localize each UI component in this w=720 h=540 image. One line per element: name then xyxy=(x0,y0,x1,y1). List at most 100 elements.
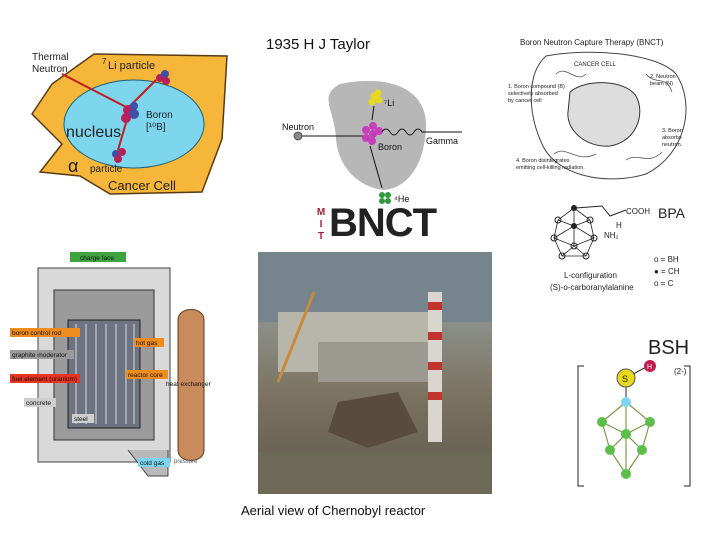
mit-letters: M I T xyxy=(315,207,327,243)
bpa-chain xyxy=(575,205,627,217)
therapy-step2: 2. Neutron xyxy=(650,74,676,80)
control-rod-label: boron control rod xyxy=(12,330,62,337)
fuel-element-label: fuel element (uranium) xyxy=(12,376,77,383)
heat-exchanger-label: heat exchanger xyxy=(166,381,212,388)
bpa-h: H xyxy=(616,221,622,230)
photo-ground xyxy=(258,452,492,494)
boron-label: Boron xyxy=(146,110,173,121)
cold-gas-tag xyxy=(138,458,170,467)
boron-cage-icon xyxy=(597,397,655,479)
therapy-step1b: selectively absorbed xyxy=(508,91,558,97)
mit-letter-t: T xyxy=(317,231,325,242)
therapy-step3: 3. Boron xyxy=(662,128,683,134)
chernobyl-photo-drawing xyxy=(258,252,492,494)
chernobyl-aerial-photo xyxy=(258,252,492,494)
reaction-cell-shape xyxy=(328,80,427,190)
control-rod-tag xyxy=(10,328,80,337)
neutron-label: Neutron xyxy=(32,64,68,75)
bpa-legend-bh: o = BH xyxy=(654,255,679,264)
therapy-step1c: by cancer cell xyxy=(508,98,542,104)
he-path xyxy=(369,145,383,189)
reactor-core-tag xyxy=(126,370,168,379)
mit-letter-i: I xyxy=(319,219,323,230)
photo-crane xyxy=(276,291,316,383)
he-cluster-icon xyxy=(379,192,391,204)
therapy-step1: 1. Boron compound (B) xyxy=(508,84,565,90)
reaction-diagram: ⁷Li Neutron Boron Gamma ⁴He xyxy=(282,80,462,204)
boron-atom-icon xyxy=(121,102,139,123)
li-label: ⁷Li xyxy=(384,98,394,108)
concrete-label: concrete xyxy=(26,400,51,407)
bnct-therapy-diagram: Boron Neutron Capture Therapy (BNCT) CAN… xyxy=(508,38,687,180)
bsh-brackets xyxy=(577,365,691,487)
neutron-particle-icon xyxy=(293,131,303,141)
bsh-h-label: H xyxy=(647,364,652,371)
charge-face-tag xyxy=(70,252,126,262)
neutron-arrow xyxy=(61,73,129,109)
alpha-particle-icon xyxy=(112,148,126,163)
hot-gas-label: hot gas xyxy=(136,340,158,347)
hot-gas-tag xyxy=(134,338,164,347)
bsh-structure: BSH (2-) S H xyxy=(577,337,691,487)
bsh-s-label: S xyxy=(622,374,628,384)
gamma-label: Gamma xyxy=(426,136,458,146)
sulfur-atom-icon xyxy=(616,368,636,388)
bpa-cooh: COOH xyxy=(626,207,650,216)
li-cluster-icon xyxy=(368,89,383,106)
gamma-path xyxy=(381,128,462,136)
concrete-tag xyxy=(24,398,56,407)
nucleus-shape xyxy=(63,79,205,169)
charge-face-label: charge face xyxy=(80,255,114,262)
he-label: ⁴He xyxy=(394,194,409,204)
reactor-cutaway-diagram: charge face boron control rod hot gas gr… xyxy=(10,252,212,477)
therapy-organelles xyxy=(553,70,673,161)
therapy-step4: 4. Boron disintegrates xyxy=(516,158,570,164)
boron-cluster-icon xyxy=(362,122,383,145)
photo-sky xyxy=(258,252,492,322)
bpa-config: L-configuration xyxy=(564,271,617,280)
alpha-particle-label: particle xyxy=(90,164,123,175)
mit-letter-m: M xyxy=(316,207,326,218)
thermal-label: Thermal xyxy=(32,52,69,63)
pressure-label: pressure xyxy=(174,459,198,465)
graphite-label: graphite moderator xyxy=(12,352,68,359)
photo-chimney-stripes xyxy=(428,302,442,400)
bpa-structure: COOH H NH₂ BPA o = BH ● = CH o = C L-con… xyxy=(550,205,686,292)
photo-caption: Aerial view of Chernobyl reactor xyxy=(241,503,426,518)
photo-building-hall xyxy=(318,342,428,382)
therapy-step3c: neutron. xyxy=(662,142,683,148)
therapy-cell-label: CANCER CELL xyxy=(574,62,617,68)
boron-reaction-label: Boron xyxy=(378,142,402,152)
therapy-step2b: beam (N) xyxy=(650,81,673,87)
steel-label: steel xyxy=(74,416,88,423)
bpa-legend-ch: ● = CH xyxy=(654,267,680,276)
hydrogen-atom-icon xyxy=(644,360,656,372)
nucleus-label: nucleus xyxy=(66,124,121,141)
fuel-element-tag xyxy=(10,374,80,383)
slide-title: 1935 H J Taylor xyxy=(266,36,370,53)
bnct-logo-word: BNCT xyxy=(329,201,437,245)
heat-exchanger-shape xyxy=(177,309,205,461)
graphite-tag xyxy=(10,350,74,359)
steel-tag xyxy=(72,414,94,423)
boron-isotope-label: [¹⁰B] xyxy=(146,122,166,133)
li-particle-label: Li particle xyxy=(108,60,155,72)
cancer-cell-label: Cancer Cell xyxy=(108,178,176,193)
cancer-cell-diagram: Thermal Neutron 7 Li particle Boron [¹⁰B… xyxy=(31,52,228,195)
reactor-core-label: reactor core xyxy=(128,372,163,379)
li-particle-icon xyxy=(156,70,170,85)
cold-gas-label: cold gas xyxy=(140,460,165,467)
bnct-therapy-title: Boron Neutron Capture Therapy (BNCT) xyxy=(520,38,664,47)
bsh-charge: (2-) xyxy=(674,367,687,376)
bpa-legend-c: o = C xyxy=(654,279,674,288)
therapy-step3b: absorbs xyxy=(662,135,682,141)
therapy-nucleus-shape xyxy=(567,82,641,147)
bpa-name: (S)-o-carboranylalanine xyxy=(550,283,634,292)
mit-bnct-logo: M I T BNCT xyxy=(315,201,445,249)
bsh-title: BSH xyxy=(648,337,689,359)
photo-destroyed-reactor xyxy=(328,392,418,448)
li-path xyxy=(371,105,375,121)
carborane-cage-icon xyxy=(550,205,598,260)
neutron-reaction-label: Neutron xyxy=(282,122,314,132)
alpha-symbol: α xyxy=(68,156,78,176)
